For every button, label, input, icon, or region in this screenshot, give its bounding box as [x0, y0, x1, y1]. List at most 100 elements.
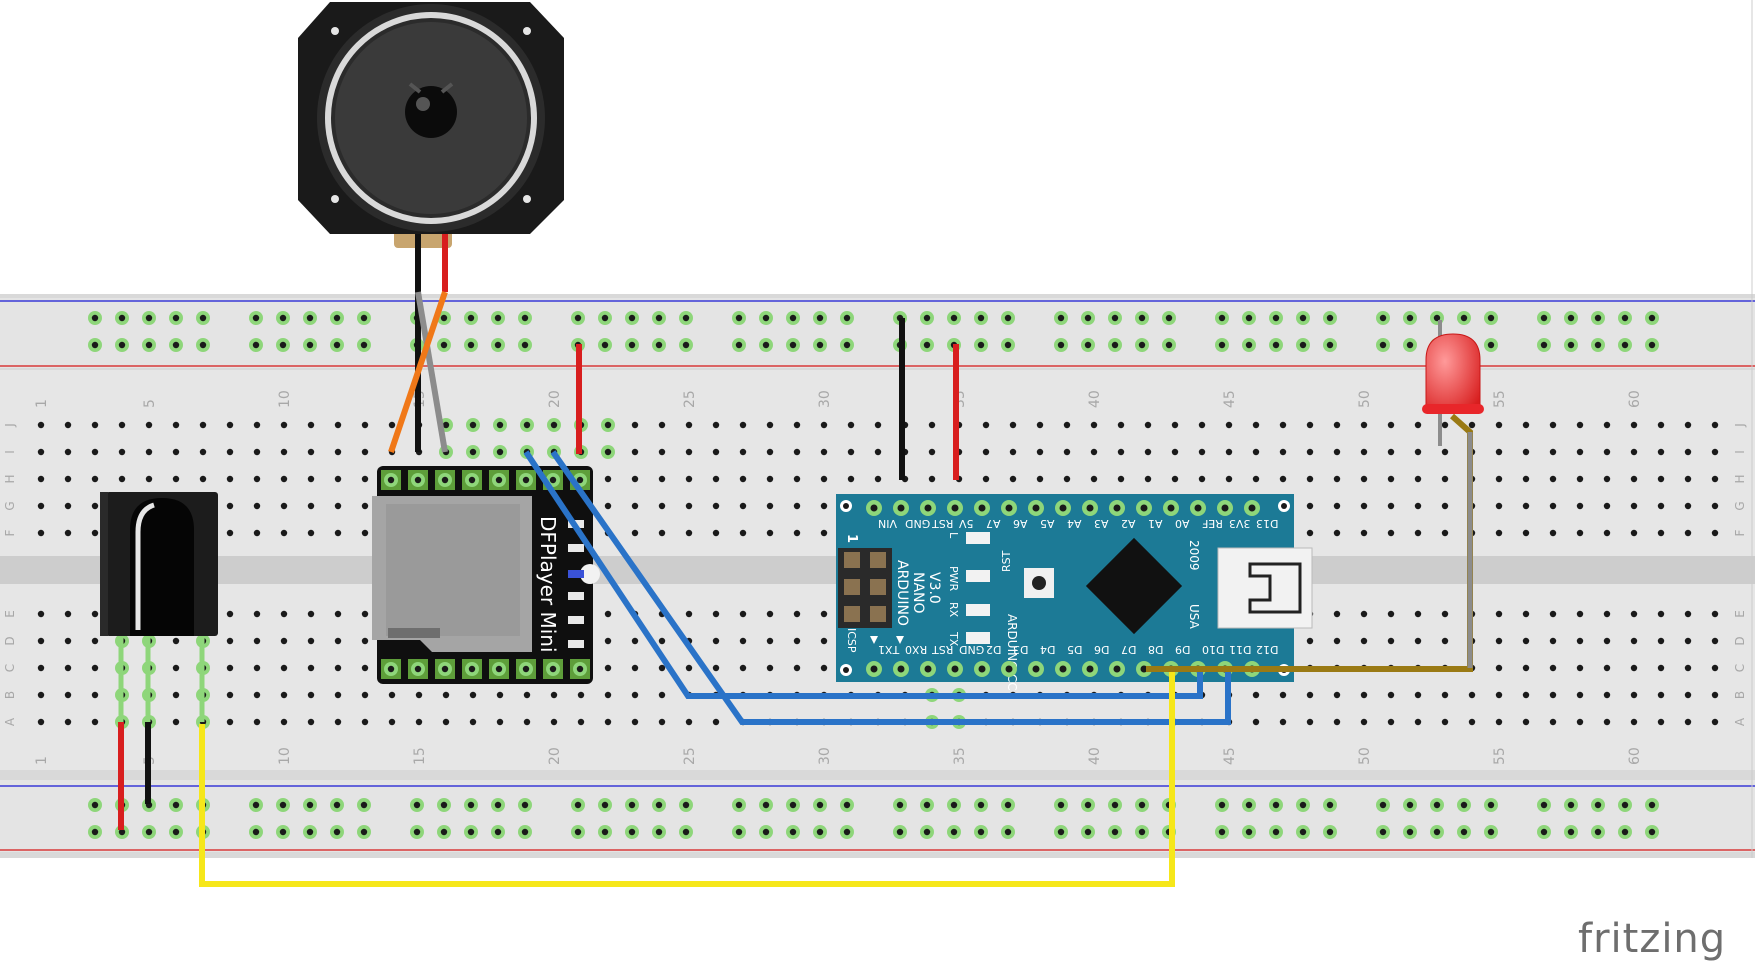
breadboard-hole: [1522, 610, 1530, 618]
rail-hole: [252, 828, 260, 836]
nano-pin-hole: [951, 504, 959, 512]
rail-hole: [977, 314, 985, 322]
breadboard-hole: [64, 637, 72, 645]
breadboard-hole: [1387, 502, 1395, 510]
rail-hole: [923, 341, 931, 349]
column-number: 60: [1627, 390, 1643, 408]
row-letter: J: [3, 423, 17, 428]
breadboard-hole: [820, 448, 828, 456]
breadboard-hole: [226, 718, 234, 726]
breadboard-hole: [1495, 475, 1503, 483]
breadboard-hole: [388, 421, 396, 429]
red-led: [1422, 320, 1484, 446]
breadboard-hole: [1495, 718, 1503, 726]
breadboard-hole: [1711, 421, 1719, 429]
breadboard-hole: [1684, 448, 1692, 456]
nano-pin-hole: [1221, 504, 1229, 512]
breadboard-hole: [739, 502, 747, 510]
rail-hole: [467, 341, 475, 349]
breadboard-hole: [847, 448, 855, 456]
breadboard-hole: [1711, 475, 1719, 483]
dfplayer-pad-hole: [468, 476, 476, 484]
breadboard-hole: [1657, 664, 1665, 672]
breadboard-hole: [280, 529, 288, 537]
dfplayer-pad-hole: [441, 665, 449, 673]
rail-hole: [521, 341, 529, 349]
nano-pin-hole: [1059, 665, 1067, 673]
breadboard-hole: [685, 664, 693, 672]
breadboard-hole: [1009, 448, 1017, 456]
breadboard-hole: [1360, 718, 1368, 726]
rail-hole: [91, 828, 99, 836]
speaker-leads-mark: [408, 82, 454, 94]
breadboard-hole: [37, 529, 45, 537]
arduino-mcu-chip: [1085, 537, 1183, 635]
breadboard-hole: [1684, 718, 1692, 726]
column-number: 50: [1357, 747, 1373, 765]
breadboard-hole: [1576, 475, 1584, 483]
arduino-nano: ARDUINO NANO V3.0 ARDUINO.CC 2009 USA IC…: [836, 494, 1313, 691]
breadboard-hole: [361, 718, 369, 726]
nano-pin-hole: [951, 665, 959, 673]
breadboard-hole: [145, 421, 153, 429]
breadboard-hole: [1198, 421, 1206, 429]
breadboard-hole: [577, 691, 585, 699]
breadboard-hole: [37, 691, 45, 699]
rail-hole: [306, 341, 314, 349]
arduino-led-tx: [966, 632, 990, 644]
rail-hole: [1218, 828, 1226, 836]
column-number: 35: [952, 747, 968, 765]
breadboard-hole: [307, 718, 315, 726]
breadboard-hole: [199, 421, 207, 429]
breadboard-hole: [442, 718, 450, 726]
arduino-name-line2: NANO: [910, 572, 926, 614]
wire-blue-2: [550, 450, 1231, 725]
rail-hole: [1594, 828, 1602, 836]
breadboard-hole: [1306, 502, 1314, 510]
rail-hole: [1460, 828, 1468, 836]
breadboard-hole: [307, 475, 315, 483]
column-number: 60: [1627, 747, 1643, 765]
breadboard-hole: [37, 610, 45, 618]
breadboard-hole: [1603, 448, 1611, 456]
breadboard-hole: [334, 637, 342, 645]
wire-orange-speaker: [388, 291, 448, 453]
breadboard-hole: [1252, 691, 1260, 699]
breadboard-hole: [64, 529, 72, 537]
breadboard-hole: [1711, 448, 1719, 456]
rail-hole: [440, 314, 448, 322]
nano-pin-hole: [897, 504, 905, 512]
nano-pin-label-top: VIN: [878, 517, 897, 530]
nano-pin-label-top: D13: [1256, 517, 1278, 530]
breadboard-hole: [712, 664, 720, 672]
breadboard-hole: [982, 421, 990, 429]
breadboard-hole: [658, 718, 666, 726]
nano-pin-label-bottom: D3: [1013, 643, 1028, 656]
breadboard-hole: [820, 502, 828, 510]
rail-hole: [1004, 828, 1012, 836]
dfplayer-pad-hole: [468, 665, 476, 673]
icsp-pin: [870, 606, 886, 622]
breadboard-hole: [280, 610, 288, 618]
breadboard-hole: [685, 502, 693, 510]
breadboard-hole: [415, 718, 423, 726]
breadboard-hole: [1603, 718, 1611, 726]
row-letter: C: [3, 664, 17, 672]
rail-hole: [199, 314, 207, 322]
dfplayer-chip-2: [568, 544, 584, 552]
rail-hole: [413, 828, 421, 836]
breadboard-hole: [253, 610, 261, 618]
nano-pin-label-bottom: D7: [1121, 643, 1136, 656]
breadboard-hole: [172, 421, 180, 429]
rail-hole: [172, 801, 180, 809]
breadboard-hole: [37, 502, 45, 510]
breadboard-hole: [1333, 502, 1341, 510]
breadboard-hole: [172, 475, 180, 483]
column-number: 40: [1087, 390, 1103, 408]
speaker-screw-4: [523, 195, 531, 203]
rail-hole: [440, 828, 448, 836]
rail-hole: [1567, 801, 1575, 809]
row-letter: H: [1733, 474, 1747, 483]
breadboard-hole: [253, 691, 261, 699]
breadboard-hole: [523, 421, 531, 429]
